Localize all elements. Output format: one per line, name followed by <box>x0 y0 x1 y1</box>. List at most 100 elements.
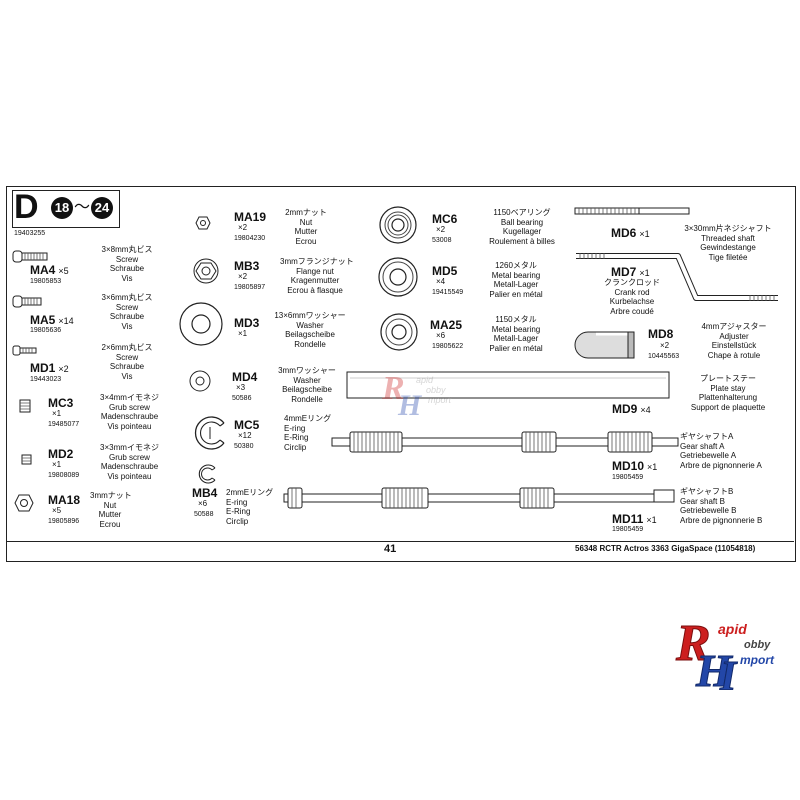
part-qty-md2: ×1 <box>52 460 62 469</box>
part-number-md4: 50586 <box>232 395 252 402</box>
part-number-ma4: 19805853 <box>30 278 62 285</box>
part-number-ma5: 19805636 <box>30 327 62 334</box>
svg-text:apid: apid <box>416 375 434 385</box>
part-code-ma19: MA19 <box>234 210 267 224</box>
ball-bearing-icon <box>379 206 417 244</box>
part-code-md8: MD8 <box>648 327 674 341</box>
part-code-mc6: MC6 <box>432 212 458 226</box>
gear-shaft-b-icon <box>283 487 675 509</box>
washer-13mm-icon <box>179 302 223 346</box>
svg-text:R: R <box>675 615 711 672</box>
part-number-md1: 19443023 <box>30 376 62 383</box>
part-qty-md8: ×2 <box>660 341 670 350</box>
part-number-ma19: 19804230 <box>234 235 266 242</box>
part-number-md2: 19808089 <box>48 472 80 479</box>
svg-text:H: H <box>695 645 733 690</box>
logo-word-2: obby <box>744 639 771 651</box>
footer-text: 56348 RCTR Actros 3363 GigaSpace (110548… <box>575 544 756 553</box>
metal-bearing-1260-icon <box>378 257 418 297</box>
step-code: 19403255 <box>14 230 46 237</box>
brand-logo: R H I apid obby mport <box>672 612 794 701</box>
e-ring-2mm-icon <box>198 464 216 484</box>
watermark-logo: R H apid obby mport <box>381 370 452 422</box>
part-code-ma18: MA18 <box>48 493 81 507</box>
sheet-divider <box>6 541 794 542</box>
part-qty-mb3: ×2 <box>238 272 248 281</box>
step-tilde: 〜 <box>74 199 91 216</box>
part-number-mb3: 19805897 <box>234 284 266 291</box>
part-code-ma5: MA5×14 <box>30 313 74 327</box>
part-number-mc3: 19485077 <box>48 421 80 428</box>
part-code-md4: MD4 <box>232 370 258 384</box>
svg-text:mport: mport <box>428 395 452 405</box>
e-ring-4mm-icon <box>194 416 225 450</box>
screw-8mm-icon <box>12 250 48 263</box>
part-qty-md5: ×4 <box>436 277 446 286</box>
part-code-md10: MD10×1 <box>612 459 658 473</box>
part-code-md9: MD9×4 <box>612 402 651 416</box>
part-qty-md3: ×1 <box>238 329 248 338</box>
logo-word-1: apid <box>718 621 747 637</box>
threaded-shaft-icon <box>574 207 690 215</box>
plate-stay-icon <box>346 371 670 399</box>
crank-rod-icon <box>576 253 778 301</box>
gear-shaft-a-icon <box>331 431 679 453</box>
part-qty-ma19: ×2 <box>238 223 248 232</box>
screw-6mm-icon <box>12 295 42 308</box>
svg-text:H: H <box>397 389 423 422</box>
part-code-mc3: MC3 <box>48 396 74 410</box>
part-number-md5: 19415549 <box>432 289 464 296</box>
screw-2mm-icon <box>12 345 37 356</box>
part-number-ma25: 19805622 <box>432 343 464 350</box>
part-number-mb4: 50588 <box>194 511 214 518</box>
part-qty-mb4: ×6 <box>198 499 208 508</box>
metal-bearing-1150-icon <box>380 313 418 351</box>
part-code-md11: MD11×1 <box>612 512 657 526</box>
part-number-md10: 19805459 <box>612 474 644 481</box>
part-qty-ma18: ×5 <box>52 506 62 515</box>
part-code-md1: MD1×2 <box>30 361 69 375</box>
grub-screw-4mm-icon <box>19 399 31 413</box>
part-qty-mc5: ×12 <box>238 431 252 440</box>
part-code-mc5: MC5 <box>234 418 260 432</box>
part-code-md7: MD7×1 <box>611 265 650 279</box>
svg-text:obby: obby <box>426 385 446 395</box>
part-code-md3: MD3 <box>234 316 260 330</box>
washer-3mm-icon <box>189 370 211 392</box>
page-number: 41 <box>384 543 397 555</box>
part-number-ma18: 19805896 <box>48 518 80 525</box>
flange-nut-icon <box>193 258 219 284</box>
part-number-md8: 10445563 <box>648 353 680 360</box>
nut-3mm-icon <box>14 494 34 512</box>
part-code-ma4: MA4×5 <box>30 263 69 277</box>
logo-word-3: mport <box>740 653 775 667</box>
part-qty-ma25: ×6 <box>436 331 446 340</box>
adjuster-icon <box>574 331 635 359</box>
part-code-md6: MD6×1 <box>611 226 650 240</box>
step-to-badge: 24 <box>91 197 113 219</box>
part-code-md2: MD2 <box>48 447 74 461</box>
part-code-md5: MD5 <box>432 264 458 278</box>
part-code-ma25: MA25 <box>430 318 463 332</box>
grub-screw-3mm-icon <box>21 454 32 465</box>
svg-text:I: I <box>719 654 738 690</box>
part-number-mc6: 53008 <box>432 237 452 244</box>
